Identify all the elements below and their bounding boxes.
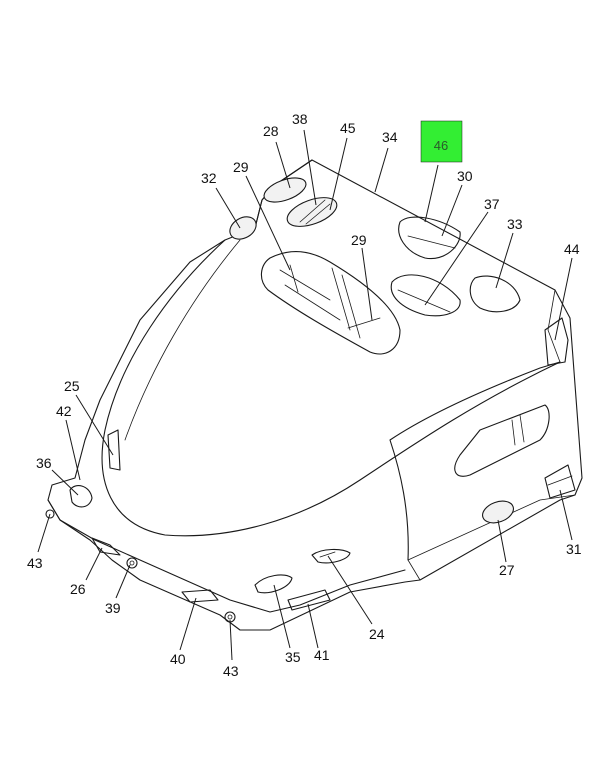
callout-35[interactable]: 35 bbox=[285, 649, 301, 665]
callout-29b[interactable]: 29 bbox=[351, 232, 367, 248]
callout-31[interactable]: 31 bbox=[566, 541, 582, 557]
callout-42[interactable]: 42 bbox=[56, 403, 72, 419]
leader-43b bbox=[229, 619, 233, 661]
callout-43a[interactable]: 43 bbox=[27, 555, 43, 571]
callout-32[interactable]: 32 bbox=[201, 170, 217, 186]
leader-33 bbox=[495, 232, 514, 289]
side-grille-bars bbox=[511, 414, 525, 446]
opening-35 bbox=[254, 574, 293, 594]
hood-dome-curve bbox=[101, 239, 561, 537]
opening-36 bbox=[69, 485, 93, 508]
leader-38 bbox=[303, 129, 317, 206]
leader-43a bbox=[37, 513, 51, 553]
opening-32 bbox=[229, 216, 257, 240]
leader-45 bbox=[329, 137, 348, 211]
callout-27[interactable]: 27 bbox=[499, 562, 515, 578]
leader-36 bbox=[51, 469, 79, 496]
highlight-label: 46 bbox=[434, 138, 448, 153]
leader-41 bbox=[307, 603, 319, 649]
hood-side-crease bbox=[547, 289, 561, 363]
central-grille-opening bbox=[260, 251, 401, 355]
opening-24-inner bbox=[319, 551, 336, 558]
highlight-box[interactable] bbox=[420, 120, 463, 163]
opening-25 bbox=[107, 429, 121, 471]
leader-29b bbox=[361, 247, 373, 321]
callout-26[interactable]: 26 bbox=[70, 581, 86, 597]
fastener-43-left bbox=[45, 509, 55, 519]
leader-29a bbox=[245, 175, 291, 271]
callout-34[interactable]: 34 bbox=[382, 129, 398, 145]
callout-44[interactable]: 44 bbox=[564, 241, 580, 257]
callout-41[interactable]: 41 bbox=[314, 647, 330, 663]
tab-31 bbox=[544, 464, 576, 499]
opening-38-45-inner bbox=[299, 199, 331, 225]
central-grille-bars bbox=[279, 264, 381, 339]
opening-38-45 bbox=[286, 197, 338, 227]
hood-side-bottom bbox=[407, 494, 576, 581]
opening-46-30-inner bbox=[407, 235, 456, 249]
side-grille-opening bbox=[454, 404, 550, 477]
leader-42 bbox=[65, 419, 81, 481]
leader-35 bbox=[273, 584, 291, 649]
callout-40[interactable]: 40 bbox=[170, 651, 186, 667]
opening-37-inner bbox=[397, 289, 451, 313]
tab-41 bbox=[287, 589, 331, 611]
leader-24 bbox=[327, 555, 373, 625]
leader-39 bbox=[115, 564, 131, 599]
hood-dome-inner bbox=[124, 239, 241, 441]
callout-38[interactable]: 38 bbox=[292, 111, 308, 127]
callout-39[interactable]: 39 bbox=[105, 600, 121, 616]
leader-28 bbox=[275, 141, 291, 189]
tab-40 bbox=[181, 589, 219, 603]
leader-34 bbox=[374, 147, 389, 193]
leader-30 bbox=[441, 184, 463, 237]
opening-27 bbox=[482, 500, 514, 524]
hood-side-panel bbox=[389, 361, 561, 561]
callout-24[interactable]: 24 bbox=[369, 626, 385, 642]
hood-drawing bbox=[45, 159, 583, 631]
leader-26 bbox=[85, 547, 103, 581]
callout-45[interactable]: 45 bbox=[340, 120, 356, 136]
opening-46-30 bbox=[398, 216, 461, 260]
callout-labels: 28 38 45 34 32 29 30 37 33 29 44 25 42 3… bbox=[27, 111, 582, 679]
tab-31-inner bbox=[547, 475, 573, 486]
opening-33 bbox=[469, 275, 521, 313]
callout-37[interactable]: 37 bbox=[484, 196, 500, 212]
leader-25 bbox=[75, 394, 114, 456]
leader-44 bbox=[554, 257, 573, 341]
fastener-43-right-core bbox=[227, 614, 233, 620]
tab-26 bbox=[91, 537, 121, 556]
callout-29a[interactable]: 29 bbox=[233, 159, 249, 175]
leader-27 bbox=[497, 519, 507, 563]
callout-30[interactable]: 30 bbox=[457, 168, 473, 184]
callout-36[interactable]: 36 bbox=[36, 455, 52, 471]
leader-40 bbox=[179, 597, 197, 651]
fastener-39-core bbox=[129, 560, 135, 566]
tab-44 bbox=[544, 317, 569, 366]
highlight-callout-46[interactable]: 46 bbox=[420, 120, 463, 163]
callout-33[interactable]: 33 bbox=[507, 216, 523, 232]
fastener-39 bbox=[126, 557, 138, 569]
opening-37 bbox=[390, 274, 461, 317]
opening-24 bbox=[311, 548, 351, 564]
leader-32 bbox=[215, 187, 241, 229]
hood-front-lip bbox=[47, 499, 406, 613]
opening-28 bbox=[263, 177, 307, 203]
leader-lines bbox=[37, 129, 573, 661]
leader-46 bbox=[424, 164, 439, 223]
leader-37 bbox=[424, 211, 489, 306]
callout-25[interactable]: 25 bbox=[64, 378, 80, 394]
callout-43b[interactable]: 43 bbox=[223, 663, 239, 679]
callout-28[interactable]: 28 bbox=[263, 123, 279, 139]
leader-31 bbox=[559, 489, 573, 541]
